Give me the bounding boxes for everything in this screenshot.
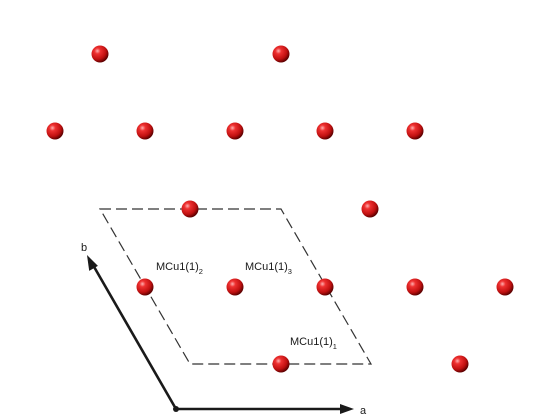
atom — [226, 278, 244, 296]
atom — [181, 200, 199, 218]
atom — [91, 45, 109, 63]
site-label-2: MCu1(1)2 — [156, 261, 203, 276]
atom — [316, 122, 334, 140]
site-label-1: MCu1(1)1 — [290, 336, 337, 351]
site-label-3: MCu1(1)3 — [245, 261, 292, 276]
b-axis-label: b — [81, 242, 87, 254]
atom — [226, 122, 244, 140]
atom — [136, 122, 154, 140]
atom — [46, 122, 64, 140]
a-axis-arrowhead — [340, 404, 354, 414]
b-axis-line — [91, 264, 178, 410]
atom — [406, 122, 424, 140]
atom — [316, 278, 334, 296]
b-axis-arrowhead — [87, 255, 98, 271]
atom — [496, 278, 514, 296]
axes: a b — [81, 242, 367, 417]
atom — [272, 45, 290, 63]
atom — [272, 355, 290, 373]
atom — [136, 278, 154, 296]
atom — [361, 200, 379, 218]
origin-dot — [173, 406, 179, 412]
a-axis-label: a — [360, 405, 367, 417]
atom — [406, 278, 424, 296]
atom — [451, 355, 469, 373]
atoms — [46, 45, 514, 373]
unit-cell-outline — [98, 208, 373, 365]
